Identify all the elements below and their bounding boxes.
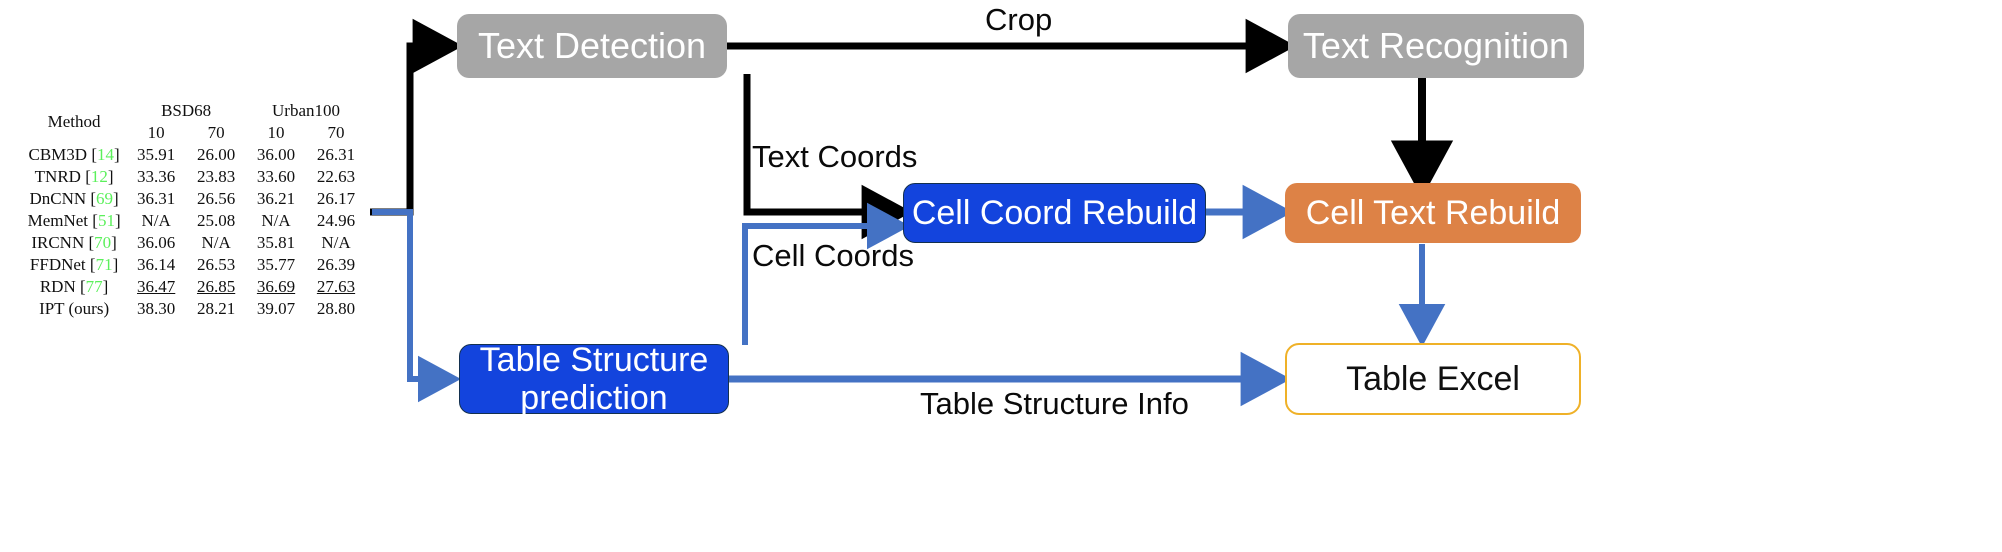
node-table-structure-prediction-label-line2: prediction (520, 379, 668, 417)
header-urban100-10: 10 (267, 123, 285, 142)
cell-value: 22.63 (316, 167, 356, 186)
cell-method: FFDNet [71] (29, 255, 119, 274)
cell-value: 36.06 (137, 233, 176, 252)
header-urban100: Urban100 (272, 101, 341, 120)
cell-value: 26.39 (316, 255, 356, 274)
cell-value: 26.17 (316, 189, 356, 208)
cell-value: 36.00 (256, 145, 296, 164)
edge-label-cell-coords: Cell Coords (752, 238, 914, 273)
node-text-detection-label: Text Detection (477, 24, 707, 66)
cell-method: CBM3D [14] (28, 145, 120, 164)
node-table-structure-prediction-label-line1: Table Structure (479, 340, 709, 379)
cell-value: 26.00 (196, 145, 236, 164)
edge-table-to-detection (370, 18, 464, 216)
cell-value: 26.85 (196, 277, 236, 296)
cell-value: N/A (201, 233, 231, 252)
table-row: MemNet [51] N/A 25.08 N/A 24.96 (22, 210, 366, 232)
cell-value: 27.63 (316, 277, 356, 296)
cell-value: 33.36 (137, 167, 176, 186)
edge-label-crop: Crop (985, 2, 1053, 37)
table-row: IRCNN [70] 36.06 N/A 35.81 N/A (22, 232, 366, 254)
cell-value: 26.53 (196, 255, 236, 274)
citation-ref: 71 (95, 255, 113, 274)
cell-value: 36.21 (256, 189, 296, 208)
node-cell-text-rebuild-label: Cell Text Rebuild (1305, 193, 1561, 232)
edge-table-to-structure (372, 209, 462, 403)
paper-results-table: Method BSD68 Urban100 10 70 10 70 CBM3D … (22, 100, 366, 320)
cell-method: IRCNN [70] (31, 233, 117, 252)
node-cell-coord-rebuild-label: Cell Coord Rebuild (911, 193, 1198, 232)
source-table-image: Method BSD68 Urban100 10 70 10 70 CBM3D … (22, 100, 366, 320)
header-method: Method (47, 112, 101, 131)
cell-method: DnCNN [69] (29, 189, 119, 208)
node-text-detection[interactable]: Text Detection (457, 14, 727, 78)
node-table-structure-prediction[interactable]: Table Structure prediction (459, 340, 729, 417)
citation-ref: 14 (97, 145, 114, 164)
header-bsd68: BSD68 (161, 101, 212, 120)
cell-value: 25.08 (196, 211, 236, 230)
edge-label-table-structure-info: Table Structure Info (920, 386, 1189, 421)
cell-value: 35.91 (137, 145, 176, 164)
citation-ref: 12 (90, 167, 108, 186)
node-text-recognition[interactable]: Text Recognition (1288, 14, 1584, 78)
table-header-row-sub: 10 70 10 70 (22, 122, 366, 144)
cell-value: 35.81 (256, 233, 296, 252)
citation-ref: 51 (97, 211, 115, 230)
citation-ref: 70 (94, 233, 112, 252)
cell-value: 26.31 (316, 145, 356, 164)
table-header-row-top: Method BSD68 Urban100 (22, 100, 366, 131)
cell-value: N/A (321, 233, 351, 252)
cell-method: MemNet [51] (27, 211, 121, 230)
cell-value: 39.07 (256, 299, 296, 318)
table-row: DnCNN [69] 36.31 26.56 36.21 26.17 (22, 188, 366, 210)
cell-value: 36.31 (137, 189, 176, 208)
edge-label-text-coords: Text Coords (752, 139, 918, 174)
cell-value: N/A (141, 211, 171, 230)
node-text-recognition-label: Text Recognition (1302, 24, 1570, 66)
node-cell-coord-rebuild[interactable]: Cell Coord Rebuild (903, 183, 1206, 243)
cell-value: 28.21 (196, 299, 236, 318)
cell-value: 36.14 (137, 255, 176, 274)
cell-value: 35.77 (256, 255, 296, 274)
citation-ref: 69 (96, 189, 114, 208)
header-urban100-70: 70 (327, 123, 345, 142)
node-table-excel-label: Table Excel (1346, 359, 1520, 398)
cell-value: 28.80 (316, 299, 356, 318)
header-bsd68-10: 10 (147, 123, 165, 142)
cell-method: TNRD [12] (34, 167, 114, 186)
cell-value: 36.47 (137, 277, 176, 296)
node-table-excel[interactable]: Table Excel (1285, 343, 1581, 415)
table-row-final: IPT (ours) 38.30 28.21 39.07 28.80 (22, 298, 366, 320)
cell-value: 33.60 (256, 167, 296, 186)
cell-value: N/A (261, 211, 291, 230)
table-footer: IPT (ours) 38.30 28.21 39.07 28.80 (22, 298, 366, 320)
cell-value: 26.56 (196, 189, 236, 208)
table-row: CBM3D [14] 35.91 26.00 36.00 26.31 (22, 144, 366, 166)
header-bsd68-70: 70 (207, 123, 225, 142)
table-row: RDN [77] 36.47 26.85 36.69 27.63 (22, 276, 366, 298)
cell-method: RDN [77] (39, 277, 109, 296)
cell-value: 23.83 (196, 167, 236, 186)
table-row: TNRD [12] 33.36 23.83 33.60 22.63 (22, 166, 366, 188)
table-row: FFDNet [71] 36.14 26.53 35.77 26.39 (22, 254, 366, 276)
node-cell-text-rebuild[interactable]: Cell Text Rebuild (1285, 183, 1581, 243)
cell-value: 36.69 (256, 277, 296, 296)
citation-ref: 77 (85, 277, 103, 296)
cell-value: 24.96 (316, 211, 356, 230)
cell-value: 38.30 (137, 299, 176, 318)
cell-method: IPT (ours) (39, 299, 110, 318)
